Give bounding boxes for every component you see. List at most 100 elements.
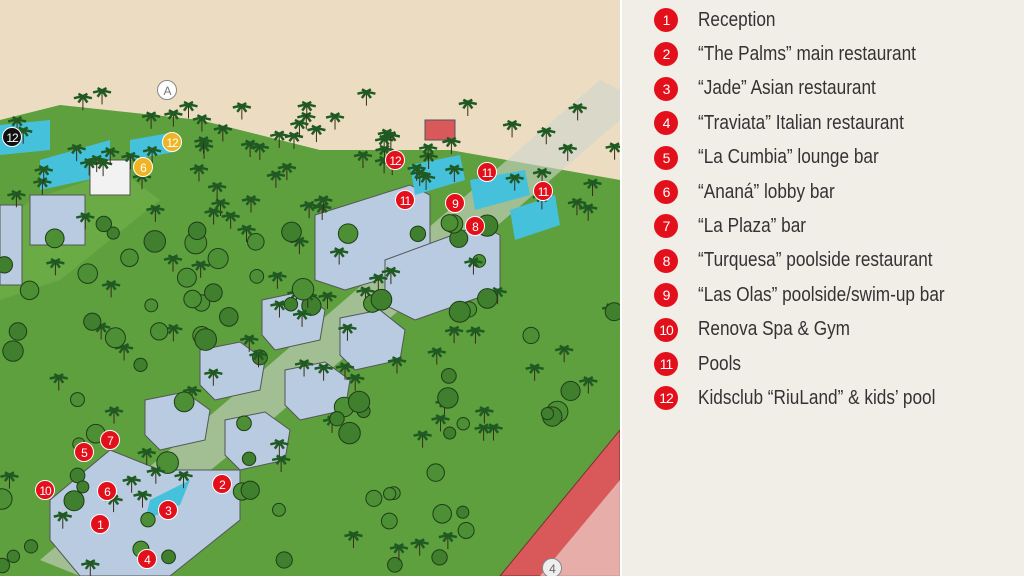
legend-item: 7“La Plaza” bar <box>654 212 824 240</box>
tree <box>70 392 85 408</box>
tree <box>291 278 315 301</box>
palm-tree <box>299 200 319 219</box>
tree <box>443 426 457 440</box>
legend-label: Pools <box>698 352 742 375</box>
palm-tree <box>369 273 388 291</box>
legend-number-badge: 2 <box>654 42 678 67</box>
palm-tree <box>0 471 19 489</box>
tree <box>440 368 457 384</box>
palm-tree <box>268 271 287 289</box>
tree <box>432 504 452 524</box>
legend-label: “Jade” Asian restaurant <box>698 77 876 100</box>
palm-tree <box>554 344 574 363</box>
palm-tree <box>444 325 464 344</box>
legend-item: 11 Pools <box>654 350 748 378</box>
palm-tree <box>344 530 363 549</box>
map-marker-the-palms[interactable]: 2 <box>212 474 232 494</box>
palm-tree <box>250 142 270 160</box>
map-marker-neighbor-4[interactable]: 4 <box>542 558 562 576</box>
map-marker-kidsclub-black[interactable]: 12 <box>2 127 22 147</box>
palm-tree <box>442 136 461 155</box>
map-marker-a[interactable]: A <box>157 80 177 100</box>
map-marker-pool[interactable]: 11 <box>533 181 553 201</box>
tree <box>604 302 620 322</box>
palm-tree <box>75 212 95 230</box>
palm-tree <box>277 162 297 181</box>
map-marker-la-cumbia[interactable]: 5 <box>74 442 94 462</box>
legend-label: “La Plaza” bar <box>698 214 807 237</box>
tree <box>161 549 176 565</box>
palm-tree <box>307 124 326 143</box>
map-marker-lobby-bar-yellow[interactable]: 6 <box>133 157 153 177</box>
map-marker-pool[interactable]: 11 <box>477 162 497 182</box>
tree <box>477 288 498 309</box>
palm-tree <box>578 203 598 221</box>
legend-number-badge: 4 <box>654 111 678 136</box>
map-marker-kidsclub-yellow[interactable]: 12 <box>162 132 182 152</box>
palm-tree <box>294 359 314 377</box>
palm-tree <box>164 109 183 127</box>
palm-tree <box>484 423 503 441</box>
tree <box>383 487 397 501</box>
map-marker-spa[interactable]: 10 <box>35 480 55 500</box>
palm-tree <box>536 126 556 145</box>
palm-tree <box>53 511 73 529</box>
palm-tree <box>271 454 291 472</box>
tree <box>187 221 207 241</box>
palm-tree <box>34 165 53 183</box>
palm-tree <box>104 406 124 424</box>
legend-item: 8“Turquesa” poolside restaurant <box>654 247 971 275</box>
palm-tree <box>387 356 407 374</box>
palm-tree <box>204 368 223 386</box>
tree <box>448 300 471 323</box>
resort-map[interactable]: A 12 12 6 12 11 11 11 9 8 7 5 10 6 2 3 1… <box>0 0 620 576</box>
tree <box>272 502 286 517</box>
building <box>89 159 131 196</box>
legend-number-badge: 10 <box>654 317 678 342</box>
tree <box>44 228 65 249</box>
palm-tree <box>356 286 375 304</box>
tree <box>76 480 90 494</box>
palm-tree <box>431 414 450 432</box>
palm-tree <box>284 131 304 150</box>
map-marker-la-plaza[interactable]: 7 <box>100 430 120 450</box>
palm-tree <box>413 430 432 448</box>
palm-tree <box>374 134 394 153</box>
map-marker-turquesa[interactable]: 8 <box>465 216 485 236</box>
palm-tree <box>164 323 183 342</box>
legend-item: 9“Las Olas” poolside/swim-up bar <box>654 281 985 309</box>
map-marker-jade[interactable]: 3 <box>158 500 178 520</box>
map-marker-reception[interactable]: 1 <box>90 514 110 534</box>
palm-tree <box>410 538 429 556</box>
map-marker-pool[interactable]: 11 <box>395 190 415 210</box>
tree <box>540 406 555 421</box>
map-marker-anana[interactable]: 6 <box>97 481 117 501</box>
legend-number-badge: 1 <box>654 8 678 32</box>
legend-number-badge: 11 <box>654 352 678 376</box>
palm-tree <box>475 406 494 424</box>
map-marker-traviata[interactable]: 4 <box>137 549 157 569</box>
tree <box>207 247 229 270</box>
palm-tree <box>249 349 268 368</box>
tree <box>95 215 112 233</box>
map-marker-las-olas[interactable]: 9 <box>445 193 465 213</box>
legend-label: “The Palms” main restaurant <box>698 42 916 65</box>
palm-tree <box>532 167 552 186</box>
tree <box>0 488 13 510</box>
palm-tree <box>7 189 26 208</box>
tree <box>140 512 156 528</box>
tree <box>150 322 169 341</box>
palm-tree <box>407 163 426 181</box>
tree <box>204 283 223 303</box>
map-marker-kidsclub[interactable]: 12 <box>385 150 405 170</box>
palm-tree <box>558 143 578 161</box>
tree <box>0 557 11 574</box>
legend-item: 3“Jade” Asian restaurant <box>654 75 905 103</box>
tree <box>365 489 383 507</box>
tree <box>440 214 459 232</box>
tree <box>347 390 371 414</box>
tree <box>183 289 202 309</box>
legend-number-badge: 12 <box>654 386 678 411</box>
